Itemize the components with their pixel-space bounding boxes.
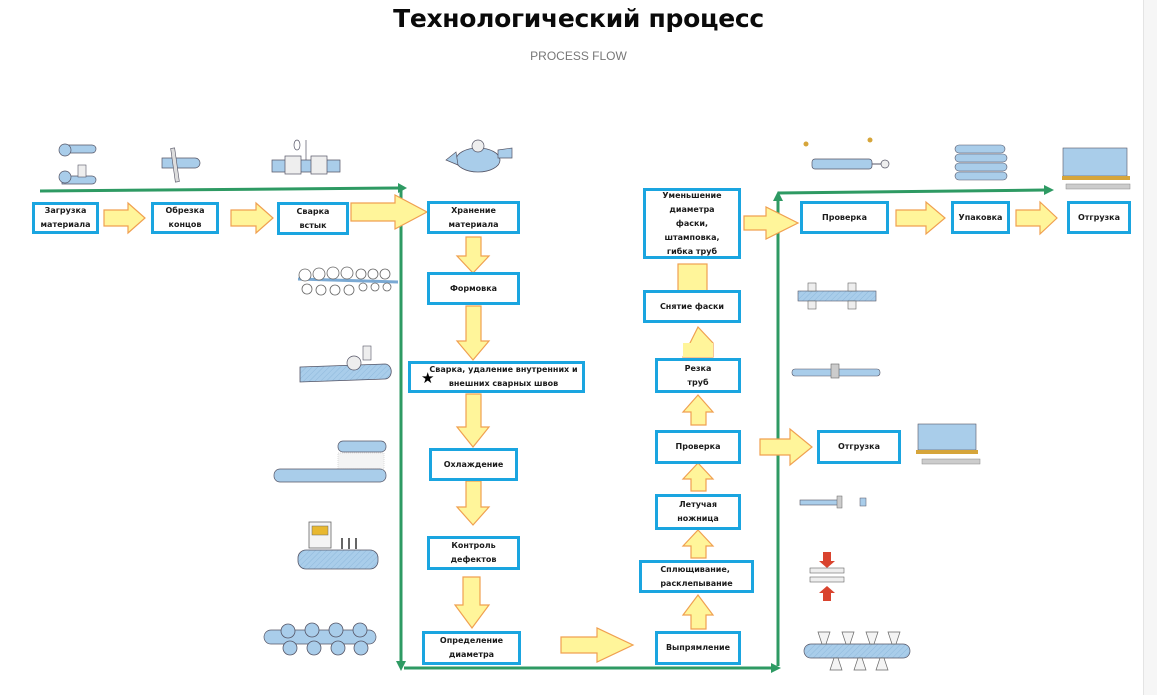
illustration-welding bbox=[299, 345, 392, 383]
arrow-right bbox=[103, 201, 146, 235]
step-flattening: Сплющивание, расклепывание bbox=[639, 560, 754, 593]
star-icon: ★ bbox=[421, 369, 435, 387]
step-material-storage: Хранение материала bbox=[427, 201, 520, 234]
illustration-coil-loading bbox=[58, 143, 97, 185]
illustration-ultrasonic-test bbox=[803, 137, 890, 170]
arrow-right bbox=[560, 627, 635, 663]
arrow-up bbox=[681, 462, 715, 492]
illustration-shipping-rack-middle bbox=[916, 423, 981, 465]
step-defect-control: Контроль дефектов bbox=[427, 536, 520, 570]
step-inspection-2: Проверка bbox=[800, 201, 889, 234]
illustration-accumulator bbox=[445, 139, 513, 173]
illustration-straightening-rolls bbox=[803, 631, 911, 671]
arrow-down bbox=[455, 480, 491, 526]
arrow-down bbox=[453, 576, 491, 630]
flow-line-top-left bbox=[39, 183, 407, 193]
arrow-down bbox=[455, 305, 491, 361]
arrow-down bbox=[455, 393, 491, 448]
arrow-down bbox=[455, 236, 491, 274]
step-cooling: Охлаждение bbox=[429, 448, 518, 481]
arrow-right bbox=[743, 206, 800, 240]
step-forming: Формовка bbox=[427, 272, 520, 305]
arrow-up bbox=[681, 529, 715, 559]
page-title: Технологический процесс bbox=[393, 4, 764, 33]
arrow-right bbox=[350, 194, 429, 230]
illustration-forming-rolls bbox=[297, 266, 399, 296]
page-subtitle: PROCESS FLOW bbox=[530, 49, 627, 63]
arrow-right bbox=[759, 427, 813, 467]
step-butt-weld: Сварка встык bbox=[277, 202, 349, 235]
step-shipping-2: Отгрузка bbox=[817, 430, 901, 464]
step-welding-bead-removal: ★ Сварка, удаление внутренних и внешних … bbox=[408, 361, 585, 393]
step-flying-saw: Летучая ножница bbox=[655, 494, 741, 530]
step-shipping-1: Отгрузка bbox=[1067, 201, 1131, 234]
illustration-sizing-rolls bbox=[263, 622, 377, 656]
step-reducing-stamping-bending: Уменьшение диаметра фаски, штамповка, ги… bbox=[643, 188, 741, 259]
illustration-shipping-rack-top bbox=[1062, 147, 1131, 190]
step-packing: Упаковка bbox=[951, 201, 1010, 234]
step-load-material: Загрузка материала bbox=[32, 202, 99, 234]
illustration-flattening-press bbox=[809, 552, 845, 601]
step-trim-ends: Обрезка концов bbox=[151, 202, 219, 234]
flow-line-bottom bbox=[404, 663, 781, 673]
flow-line-left-vertical bbox=[396, 190, 406, 671]
step-inspection-1: Проверка bbox=[655, 430, 741, 464]
step-pipe-cutting: Резка труб bbox=[655, 358, 741, 393]
illustration-end-facing bbox=[797, 282, 877, 310]
illustration-bundle bbox=[954, 144, 1008, 181]
flow-line-top-right bbox=[777, 185, 1054, 195]
arrow-stub bbox=[677, 263, 708, 292]
illustration-end-trimming bbox=[161, 147, 201, 183]
step-straightening: Выпрямление bbox=[655, 631, 741, 665]
illustration-chamfer-tool bbox=[791, 363, 881, 379]
arrow-right bbox=[1015, 200, 1058, 236]
flow-line-right-vertical bbox=[773, 191, 783, 666]
step-chamfering: Снятие фаски bbox=[643, 290, 741, 323]
illustration-cooling bbox=[273, 440, 387, 483]
illustration-flying-saw bbox=[799, 495, 867, 509]
illustration-butt-welding bbox=[271, 139, 341, 175]
step-sizing: Определение диаметра bbox=[422, 631, 521, 665]
arrow-right bbox=[230, 201, 274, 235]
arrow-up bbox=[681, 594, 715, 630]
vertical-scrollbar[interactable] bbox=[1143, 0, 1157, 695]
illustration-defect-control bbox=[297, 521, 379, 570]
arrow-up bbox=[681, 394, 715, 426]
arrow-right bbox=[895, 200, 946, 236]
